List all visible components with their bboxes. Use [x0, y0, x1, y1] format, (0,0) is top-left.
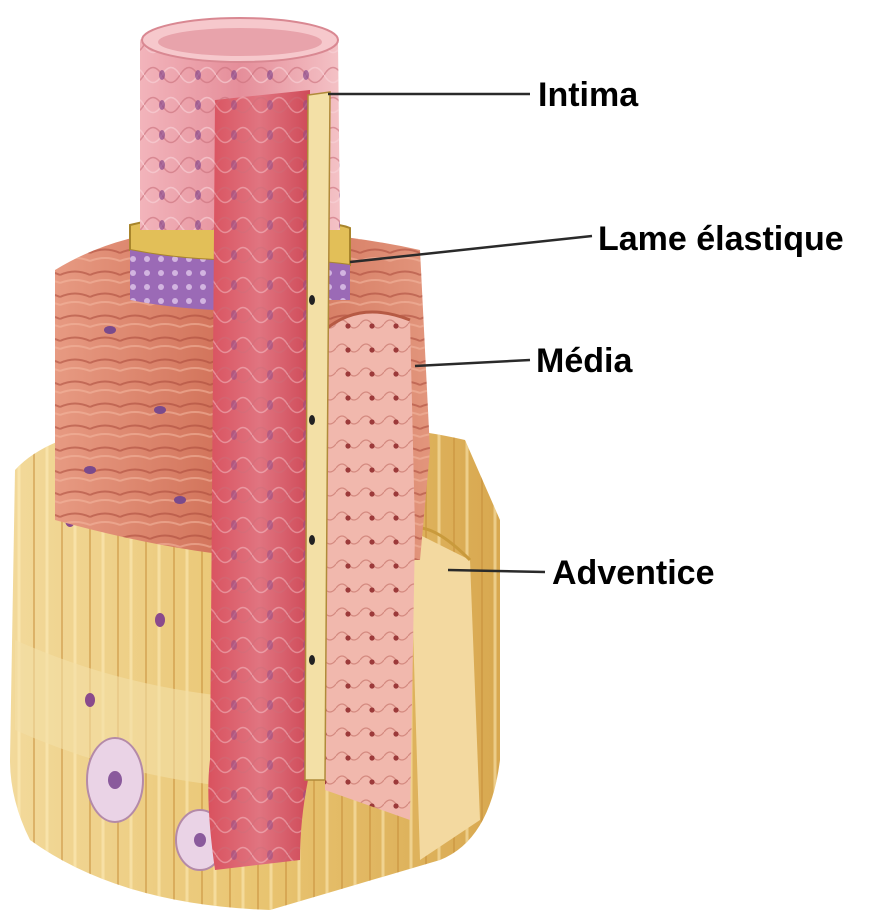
- label-adventice: Adventice: [552, 556, 715, 590]
- leader-line-media: [415, 360, 530, 366]
- lumen-inner-wall: [208, 90, 330, 870]
- label-lame-elastique: Lame élastique: [598, 222, 844, 256]
- label-media: Média: [536, 344, 632, 378]
- label-intima: Intima: [538, 78, 638, 112]
